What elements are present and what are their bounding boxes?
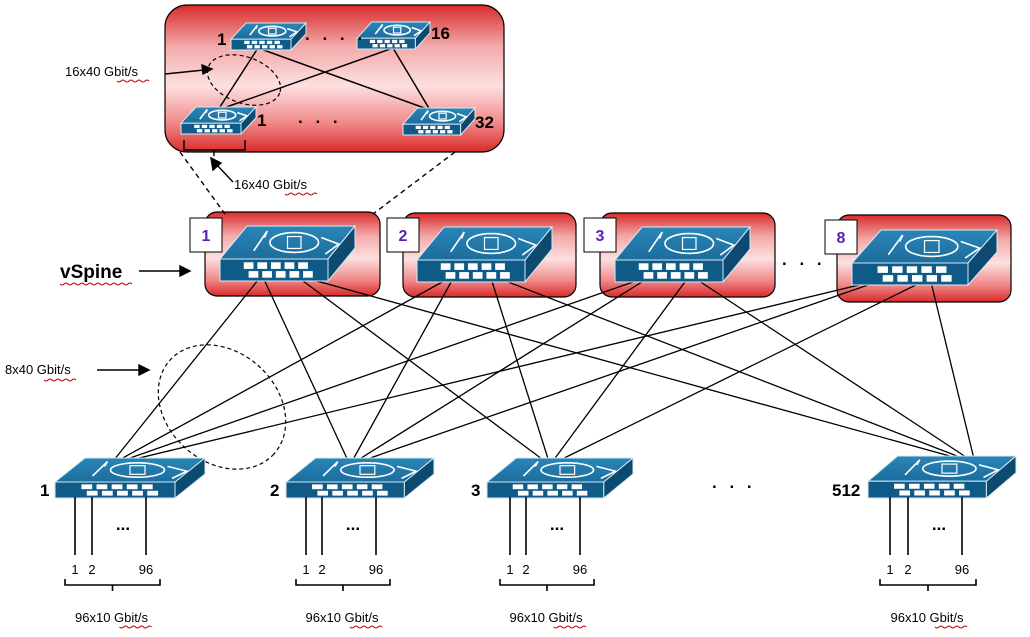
link-spine3-leaf3 [549, 274, 691, 466]
spine-leaf-links [109, 274, 976, 466]
leaf-id-3: 3 [471, 481, 480, 500]
link-spine2-leaf4 [489, 274, 976, 464]
zoom-switch-bottom-left [179, 105, 258, 136]
spine-switch-1 [218, 224, 357, 283]
leaf-dots: . . . [712, 473, 756, 492]
zoom-bottom-dots: . . . [298, 108, 342, 127]
leaf-1-port-1: 1 [71, 562, 78, 577]
spine-id-1: 1 [189, 217, 223, 253]
arrows [97, 63, 234, 377]
spine-id-1-text: 1 [202, 228, 211, 245]
spine-switch-2 [415, 225, 554, 284]
link-spine4-leaf3 [549, 277, 931, 466]
leaf-2-port-1: 1 [302, 562, 309, 577]
leaf-2-port-2: 2 [318, 562, 325, 577]
leaf-2-port-96: 96 [369, 562, 383, 577]
spine-id-2-text: 2 [399, 228, 408, 245]
leaf-512-port-96: 96 [955, 562, 969, 577]
link-spine4-leaf2 [349, 277, 889, 466]
link-spine1-leaf4 [294, 274, 976, 464]
zoom-links [217, 47, 431, 111]
zoom-port-label: 16x40 Gbit/s [234, 177, 307, 192]
leaf-switch-3 [485, 456, 635, 500]
zoom-port-bracket [183, 140, 246, 156]
leaf-2-bracket [295, 579, 391, 591]
leaf-2-port-dots: ... [346, 515, 360, 534]
zoom-top-dots: . . . . [305, 25, 366, 44]
leaf-id-1: 1 [40, 481, 49, 500]
zoom-switch-bottom-right [401, 106, 477, 137]
spine-switch-8 [850, 228, 999, 287]
zoom-top-right-label: 16 [431, 24, 450, 43]
leaf-512-bandwidth: 96x10 Gbit/s [891, 610, 964, 625]
leaf-3-port-dots: ... [550, 515, 564, 534]
leaf-1-bracket [64, 579, 161, 591]
spine-switch-3 [613, 225, 752, 284]
leaf-512-bracket [879, 579, 977, 591]
vspine-label: vSpine [60, 262, 122, 283]
link-spine4-leaf4 [929, 277, 976, 464]
spine-id-3-text: 3 [596, 228, 605, 245]
leaf-1-port-2: 2 [88, 562, 95, 577]
zoom-projection-left [179, 151, 226, 215]
spine-id-2: 2 [386, 217, 420, 253]
spine-id-8: 8 [824, 219, 858, 255]
link-spine1-leaf2 [261, 274, 351, 466]
leaf-1-port-dots: ... [116, 515, 130, 534]
leaf-512-port-dots: ... [932, 515, 946, 534]
link-spine2-leaf3 [489, 274, 551, 466]
leaf-switch-512 [866, 454, 1018, 500]
zoom-switch-top-right [355, 20, 432, 51]
link-spine3-leaf2 [349, 274, 654, 466]
zoom-projection-right [372, 151, 456, 215]
leaf-switch-2 [284, 456, 436, 500]
link-spine4-leaf1 [109, 277, 889, 466]
spine-id-8-text: 8 [837, 230, 846, 247]
link-spine3-leaf4 [689, 274, 976, 464]
leaf-512-port-1: 1 [886, 562, 893, 577]
link-spine2-leaf2 [349, 274, 456, 466]
zoom-bottom-right-label: 32 [475, 113, 494, 132]
leaf-3-port-96: 96 [573, 562, 587, 577]
uplink-label: 8x40 Gbit/s [5, 362, 71, 377]
leaf-3-port-1: 1 [506, 562, 513, 577]
leaf-ports [64, 497, 977, 591]
leaf-3-bandwidth: 96x10 Gbit/s [510, 610, 583, 625]
zoom-bottom-left-label: 1 [257, 111, 266, 130]
uplink-bundle-ellipse [157, 344, 287, 470]
leaf-id-2: 2 [270, 481, 279, 500]
leaf-3-bracket [499, 579, 595, 591]
link-spine1-leaf1 [109, 274, 263, 466]
zoom-switch-top-left [229, 21, 308, 52]
link-spine2-leaf1 [109, 274, 456, 466]
zoom-bundle-ellipse [206, 54, 282, 106]
zoom-link-label: 16x40 Gbit/s [65, 64, 138, 79]
link-spine1-leaf3 [294, 274, 551, 466]
leaf-3-port-2: 2 [522, 562, 529, 577]
leaf-2-bandwidth: 96x10 Gbit/s [306, 610, 379, 625]
leaf-id-512: 512 [832, 481, 860, 500]
spine-dots: . . . [782, 250, 826, 269]
leaf-1-port-96: 96 [139, 562, 153, 577]
zoom-top-left-label: 1 [217, 30, 226, 49]
leaf-512-port-2: 2 [904, 562, 911, 577]
leaf-switch-1 [53, 456, 207, 500]
leaf-1-bandwidth: 96x10 Gbit/s [75, 610, 148, 625]
link-spine3-leaf1 [109, 274, 654, 466]
spine-id-3: 3 [583, 217, 617, 253]
switch-icons [53, 20, 1018, 500]
